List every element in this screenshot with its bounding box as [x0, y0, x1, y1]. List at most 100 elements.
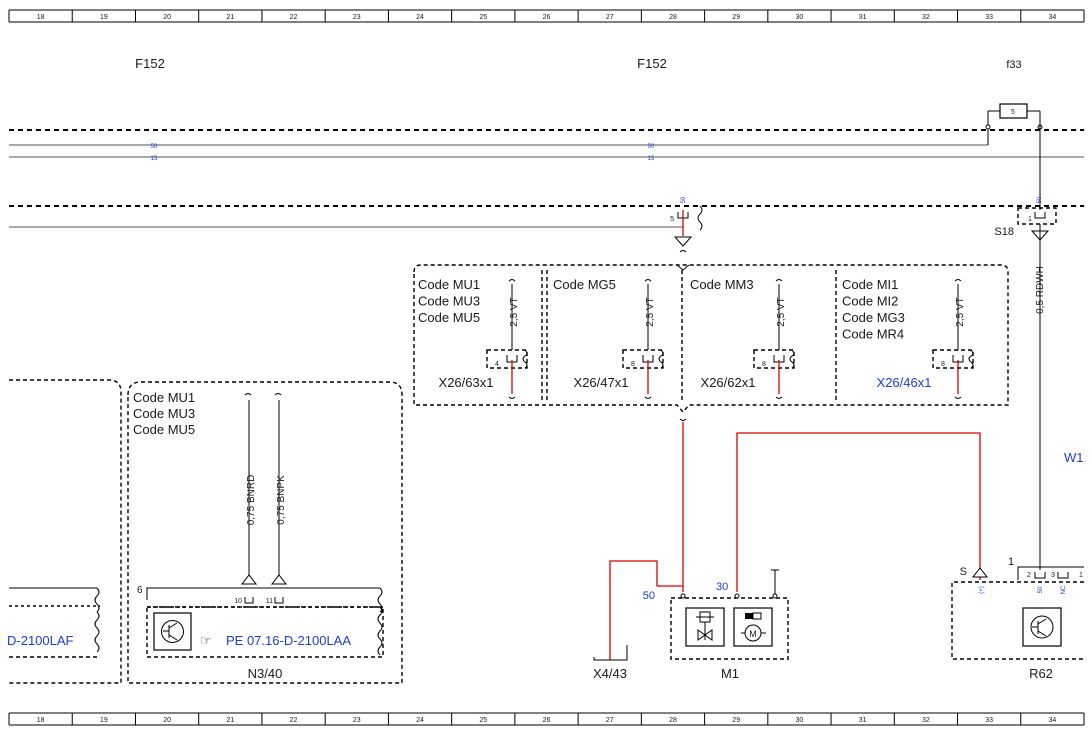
ruler-column-label: 28 — [669, 717, 677, 724]
ruler-column-label: 33 — [985, 717, 993, 724]
variant-code: Code MU3 — [418, 294, 480, 309]
variant-code: Code MR4 — [842, 327, 904, 342]
header-f33: f33 — [1006, 59, 1021, 71]
ruler-column-label: 22 — [290, 717, 298, 724]
wire-x443-to-m1 — [609, 560, 683, 660]
m1-label: M1 — [721, 666, 739, 681]
ruler-column-label: 32 — [922, 14, 930, 21]
n340-code-3: Code MU5 — [133, 422, 195, 437]
variant-code: Code MG3 — [842, 310, 905, 325]
ruler-column-label: 27 — [606, 717, 614, 724]
wire-15-label-left: 15 — [151, 156, 158, 162]
x443-label: X4/43 — [593, 666, 627, 681]
wire-50-label-left: 50 — [151, 144, 158, 150]
r62-pin-s: S — [960, 566, 967, 578]
module-n340: Code MU1 Code MU3 Code MU5 0,75 BNRD 0,7… — [127, 381, 403, 684]
connector-s18: 1 50 S18 0,5 RDWH — [994, 196, 1057, 570]
ruler-column-label: 20 — [163, 717, 171, 724]
r62-pin-1: 1 — [1008, 556, 1014, 568]
n340-wire-b: 0,75 BNPK — [276, 475, 287, 525]
ruler-column-label: 23 — [353, 14, 361, 21]
ruler-column-label: 30 — [796, 717, 804, 724]
module-r62: S (+) 1 2 3 1 50 NC R62 — [951, 556, 1084, 681]
variant-connector-label: X26/62x1 — [701, 375, 756, 390]
module-m1: 50 30 M M1 — [643, 569, 789, 681]
r62-plus: (+) — [979, 586, 985, 594]
r62-w50: 50 — [1038, 586, 1044, 593]
ruler-column-label: 32 — [922, 717, 930, 724]
header-f152-right: F152 — [637, 56, 667, 71]
r62-cut-pin: 1 — [1079, 572, 1083, 579]
n340-label: N3/40 — [248, 666, 283, 681]
variant-code: Code MU5 — [418, 310, 480, 325]
variant-wire-label: 2,5 VT — [776, 297, 787, 326]
variant-pin: 8 — [631, 361, 635, 368]
ruler-column-label: 34 — [1048, 14, 1056, 21]
variant-code: Code MI1 — [842, 277, 898, 292]
ruler-column-label: 22 — [290, 14, 298, 21]
r62-pin-3: 3 — [1051, 572, 1055, 579]
n340-code-1: Code MU1 — [133, 390, 195, 405]
module-left-partial: D-2100LAF — [7, 379, 122, 684]
r62-pin-2: 2 — [1027, 572, 1031, 579]
ruler-column-label: 29 — [732, 717, 740, 724]
transistor-icon — [161, 620, 184, 643]
header-f152-left: F152 — [135, 56, 165, 71]
r62-nc: NC — [1061, 585, 1067, 594]
ruler-column-label: 24 — [416, 14, 424, 21]
ruler-column-label: 31 — [859, 717, 867, 724]
ruler-column-label: 29 — [732, 14, 740, 21]
ruler-column-label: 19 — [100, 14, 108, 21]
ruler-column-label: 28 — [669, 14, 677, 21]
r62-label: R62 — [1029, 666, 1053, 681]
variant-connector-label: X26/63x1 — [439, 375, 494, 390]
ruler-column-label: 34 — [1048, 717, 1056, 724]
variant-pin: 8 — [762, 361, 766, 368]
variant-code: Code MG5 — [553, 277, 616, 292]
variant-pin: 8 — [941, 361, 945, 368]
ruler-column-label: 20 — [163, 14, 171, 21]
n340-reference-link[interactable]: PE 07.16-D-2100LAA — [226, 633, 351, 648]
variant-pin: 4 — [495, 361, 499, 368]
variant-code: Code MM3 — [690, 277, 754, 292]
variant-connector-label: X26/47x1 — [574, 375, 629, 390]
ruler-column-label: 24 — [416, 717, 424, 724]
variant-connector-label[interactable]: X26/46x1 — [877, 375, 932, 390]
ruler-column-label: 33 — [985, 14, 993, 21]
m1-pin-30: 30 — [716, 581, 728, 593]
ruler-column-label: 31 — [859, 14, 867, 21]
fuse-f33: 5 — [985, 103, 1043, 210]
wire-50-label-right: 50 — [648, 144, 655, 150]
ruler-column-label: 23 — [353, 717, 361, 724]
fuse-value: 5 — [1011, 109, 1015, 116]
variant-code: Code MI2 — [842, 294, 898, 309]
n340-pin-6: 6 — [137, 585, 143, 596]
s18-pin: 1 — [1028, 216, 1032, 223]
left-partial-reference[interactable]: D-2100LAF — [7, 633, 74, 648]
w1-reference[interactable]: W1 — [1064, 450, 1084, 465]
connector-5-pin: 5 — [670, 216, 674, 223]
svg-text:M: M — [749, 629, 757, 639]
ruler-column-label: 18 — [37, 717, 45, 724]
wire-m1-to-r62 — [736, 432, 981, 592]
wire-15-label-right: 15 — [648, 156, 655, 162]
variant-wire-label: 2,5 VT — [509, 297, 520, 326]
ruler-column-label: 30 — [796, 14, 804, 21]
ruler-column-label: 25 — [479, 717, 487, 724]
transistor-icon — [1030, 615, 1054, 639]
n340-pin-a: 10 — [234, 598, 242, 605]
variant-wire-label: 2,5 VT — [955, 297, 966, 326]
ruler-column-label: 26 — [543, 717, 551, 724]
ruler-column-label: 26 — [543, 14, 551, 21]
hand-pointer-icon: ☞ — [200, 633, 212, 648]
variant-wire-label: 2,5 VT — [645, 297, 656, 326]
rdwh-wire-label: 0,5 RDWH — [1035, 266, 1046, 314]
ruler-column-label: 21 — [226, 14, 234, 21]
